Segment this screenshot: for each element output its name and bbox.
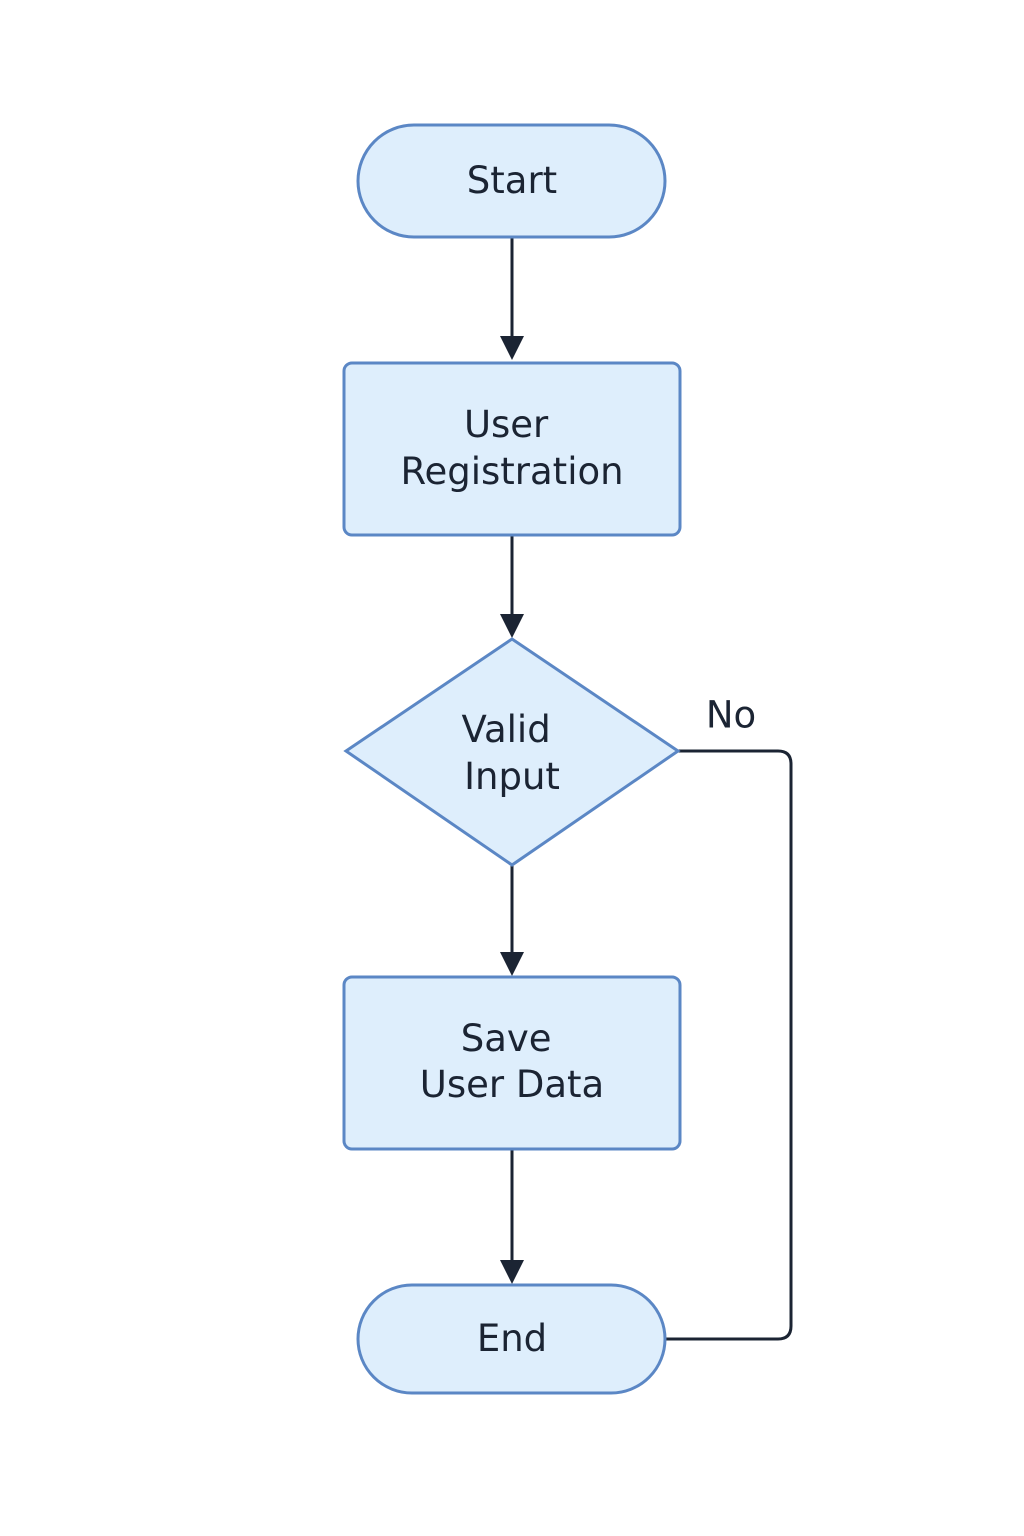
connector-no-branch [665, 749, 793, 1341]
save-user-data-shape [342, 975, 682, 1151]
end-label: End [477, 1317, 547, 1360]
arrowhead-registration [500, 336, 524, 360]
save-user-data-node: Save User Data [342, 975, 682, 1151]
arrowhead-decision [500, 614, 524, 638]
user-registration-node: User Registration [342, 361, 682, 537]
valid-input-label: Valid Input [462, 708, 563, 798]
end-terminal-shape [356, 1283, 667, 1395]
valid-input-diamond [343, 637, 681, 867]
end-node: End [356, 1283, 667, 1395]
arrowhead-end [500, 1260, 524, 1284]
user-registration-label: User Registration [400, 403, 623, 493]
user-registration-shape [342, 361, 682, 537]
no-branch-label: No [706, 694, 756, 737]
connectors [500, 238, 793, 1341]
start-terminal-shape [356, 123, 667, 239]
start-label: Start [467, 159, 557, 202]
valid-input-decision: Valid Input [343, 637, 681, 867]
start-node: Start [356, 123, 667, 239]
arrowhead-save [500, 952, 524, 976]
save-user-data-label: Save User Data [420, 1017, 604, 1106]
